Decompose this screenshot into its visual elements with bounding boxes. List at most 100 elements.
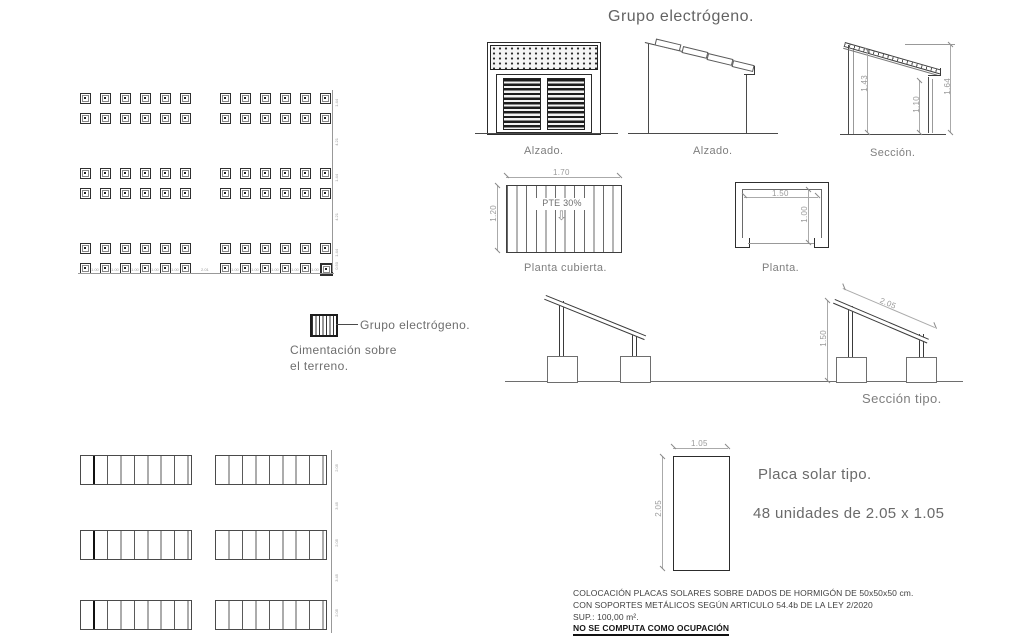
dado-square (300, 243, 311, 254)
seccion-dim-left: 1.43 (860, 75, 869, 92)
support-post (848, 306, 853, 357)
alzado-side-eave-step (744, 66, 755, 75)
dado-square (300, 93, 311, 104)
seccion-label: Sección. (870, 147, 916, 159)
planta-cubierta-dim-top-line (506, 177, 620, 178)
seccion-left-wall-outer (848, 45, 849, 134)
panel-block (215, 530, 327, 560)
note-line3: SUP.: 100,00 m². (573, 612, 639, 622)
dado-block (906, 357, 937, 383)
alzado-front-door-frame (496, 74, 592, 133)
grid-dim-label: 1.00 (271, 267, 279, 272)
planta-cubierta-label: Planta cubierta. (524, 262, 607, 274)
dado-square (180, 243, 191, 254)
dado-square (100, 113, 111, 124)
note-line2: CON SOPORTES METÁLICOS SEGÚN ARTICULO 54… (573, 600, 873, 610)
note-line1: COLOCACIÓN PLACAS SOLARES SOBRE DADOS DE… (573, 588, 914, 598)
grid-dim-label: 1.00 (111, 267, 119, 272)
dado-square (180, 188, 191, 199)
dado-square (80, 93, 91, 104)
dado-square (140, 113, 151, 124)
seccion-dim-mid: 1.10 (912, 96, 921, 113)
slope-note: PTE 30% (536, 198, 588, 210)
grid-dim-label: 2.01 (201, 267, 209, 272)
planta-door-line (748, 243, 814, 244)
alzado-side-right-wall (746, 74, 747, 133)
grid-dim-label: 1.00 (291, 267, 299, 272)
alzado-side-label: Alzado. (693, 145, 733, 157)
alzado-front-louver-right (547, 78, 585, 130)
dado-square (160, 168, 171, 179)
dado-square (320, 263, 333, 276)
dado-square (220, 93, 231, 104)
grid-dim-label: 1.00 (311, 267, 319, 272)
dado-block (547, 356, 578, 383)
alzado-side-ground-line (628, 133, 778, 134)
placa-dim-w-line (673, 448, 728, 449)
alzado-front-louver-left (503, 78, 541, 130)
grid-dim-label: 4.21 (334, 213, 339, 221)
grid-dim-label: 1.44 (334, 249, 339, 257)
dado-square (140, 243, 151, 254)
panel-block (215, 455, 327, 485)
array-dim-label: 3.45 (334, 574, 339, 582)
grid-dim-label: 1.00 (171, 267, 179, 272)
planta-cubierta-dim-left-line (497, 185, 498, 251)
grid-dim-label: 4.21 (334, 138, 339, 146)
dado-square (280, 243, 291, 254)
alzado-front-hatched-band (490, 45, 598, 70)
dado-square (120, 93, 131, 104)
dado-square (100, 188, 111, 199)
seccion-tipo-panel-dim: 2.05 (878, 296, 898, 311)
dado-square (80, 188, 91, 199)
planta-inner-walls (742, 189, 822, 247)
dado-square (300, 168, 311, 179)
grid-dim-label: 1.00 (91, 267, 99, 272)
dado-square (280, 93, 291, 104)
seccion-tipo-height-dim: 1.50 (819, 330, 828, 347)
grid-dim-label: 0.50 (334, 262, 339, 270)
dado-grid-horizontal-dim-line (78, 273, 334, 274)
dado-square (80, 243, 91, 254)
seccion-dim-left-line (867, 50, 868, 133)
support-post (559, 301, 564, 356)
alzado-front-ground-line (475, 133, 618, 134)
seccion-base-line (840, 134, 946, 135)
dado-square (140, 168, 151, 179)
array-dim-label: 3.45 (334, 501, 339, 510)
dado-block (836, 357, 867, 383)
planta-cubierta-dim-h: 1.20 (489, 205, 498, 222)
dado-square (80, 113, 91, 124)
placa-dim-w: 1.05 (691, 439, 708, 448)
seccion-right-wall-outer (928, 77, 929, 133)
dado-square (240, 243, 251, 254)
dado-square (220, 188, 231, 199)
planta-dim-w: 1.50 (772, 189, 789, 198)
placa-outline (673, 456, 730, 571)
dado-square (320, 243, 331, 254)
grid-dim-label: 1.44 (334, 99, 339, 107)
seccion-tipo-label: Sección tipo. (862, 391, 942, 406)
dado-square (120, 243, 131, 254)
dado-square (80, 168, 91, 179)
dado-square (220, 113, 231, 124)
slope-direction-arrow-icon: ⇩ (556, 208, 567, 223)
panel-block (80, 530, 192, 560)
alzado-front-label: Alzado. (524, 145, 564, 157)
note-line4: NO SE COMPUTA COMO OCUPACIÓN (573, 623, 730, 636)
seccion-dim-right: 1.64 (943, 78, 952, 95)
support-post (919, 334, 924, 357)
grid-dim-label: 1.00 (151, 267, 159, 272)
dado-square (160, 93, 171, 104)
dado-square (100, 168, 111, 179)
legend-foundation-line2: el terreno. (290, 359, 349, 373)
placa-dim-h: 2.05 (654, 500, 663, 517)
dado-square (320, 93, 331, 104)
dado-square (140, 188, 151, 199)
planta-wall-return-right (814, 238, 829, 248)
dado-square (180, 168, 191, 179)
planta-dim-h-line (808, 189, 809, 243)
panel-block (215, 600, 327, 630)
dado-square (320, 188, 331, 199)
dado-square (260, 168, 271, 179)
